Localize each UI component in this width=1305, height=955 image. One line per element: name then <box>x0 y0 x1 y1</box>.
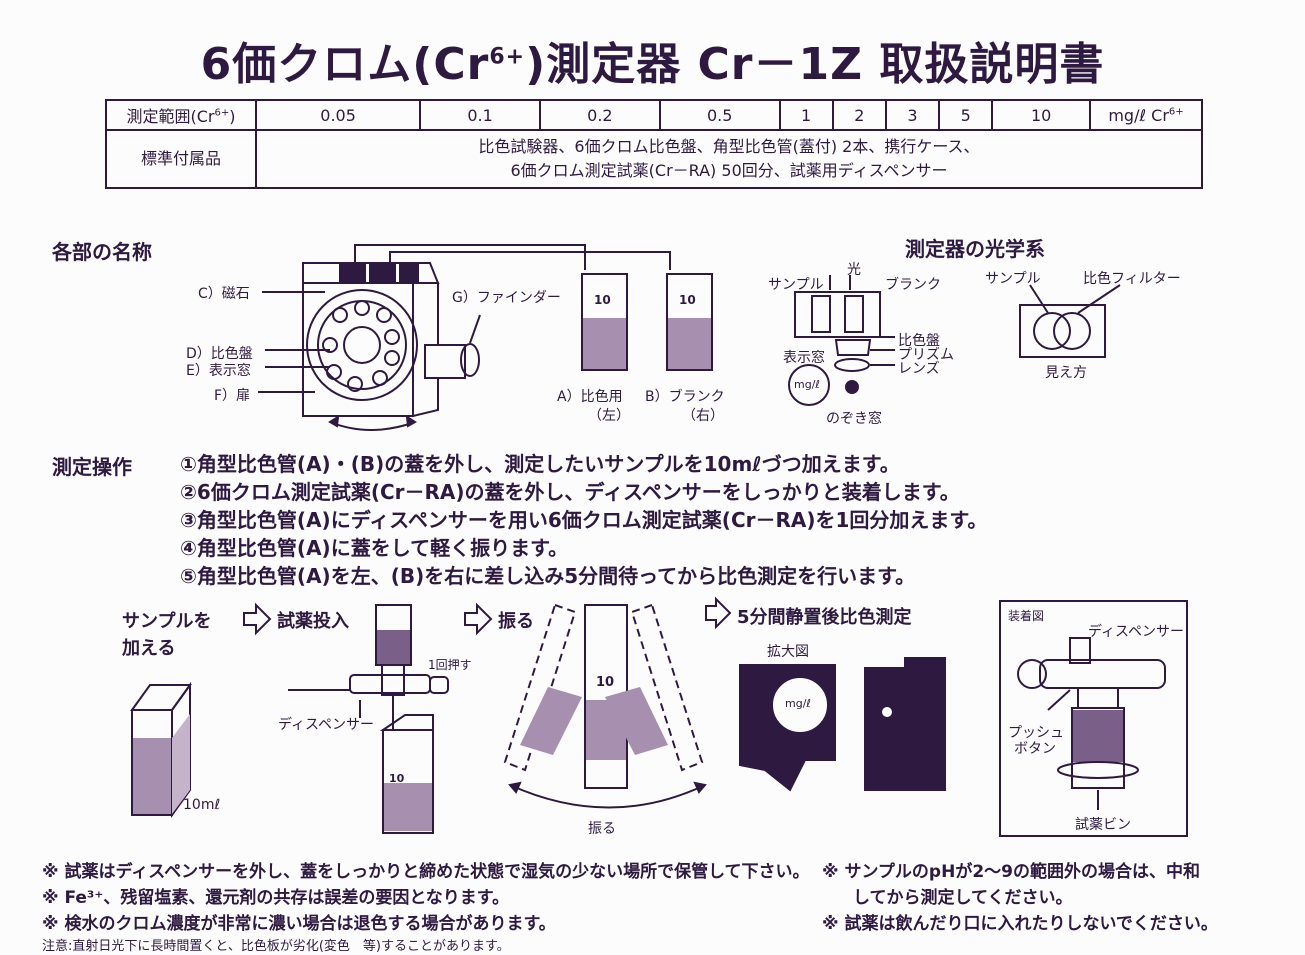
tube-illustrations <box>581 273 713 371</box>
mount-title: 装着図 <box>1008 609 1045 623</box>
label-tube-a-sub: （左） <box>588 408 630 424</box>
range-unit: mg/ℓ Cr6+ <box>1089 99 1203 131</box>
optics-heading: 測定器の光学系 <box>905 237 1045 261</box>
optics-unit: mg/ℓ <box>794 378 820 391</box>
label-finder: G）ファインダー <box>452 290 561 306</box>
flow-add-reagent: 試薬投入 <box>277 611 349 632</box>
range-value: 0.1 <box>419 99 541 131</box>
title-part-b: )測定器 Cr－1Z 取扱説明書 <box>525 39 1105 90</box>
note-left: ※ 試薬はディスペンサーを外し、蓋をしっかりと締めた状態で湿気の少ない場所で保管… <box>42 862 810 882</box>
mount-dispenser: ディスペンサー <box>1088 624 1185 640</box>
accessories-value: 比色試験器、6価クロム比色盤、角型比色管(蓋付) 2本、携行ケース、 6価クロム… <box>255 129 1203 189</box>
sample-beaker <box>130 681 192 819</box>
flow-press-once: 1回押す <box>428 658 472 672</box>
label-tube-b-sub: （右） <box>682 408 724 424</box>
note-right: ※ サンプルのpHが2～9の範囲外の場合は、中和 <box>822 862 1200 882</box>
range-value: 3 <box>884 99 941 131</box>
optics-sample: サンプル <box>768 277 824 293</box>
mount-reagent-bottle: 試薬ビン <box>1075 817 1131 833</box>
flow-zoom-unit: mg/ℓ <box>785 697 811 710</box>
page-title: 6価クロム(Cr6+)測定器 Cr－1Z 取扱説明書 <box>0 28 1305 92</box>
note-small: 注意:直射日光下に長時間置くと、比色板が劣化(変色 等)することがあります。 <box>42 939 510 954</box>
note-right: してから測定してください。 <box>853 888 1073 908</box>
optics-lens: レンズ <box>898 361 940 377</box>
note-left: ※ 検水のクロム濃度が非常に濃い場合は退色する場合があります。 <box>42 914 556 934</box>
range-value: 2 <box>831 99 887 131</box>
operation-step: ④角型比色管(A)に蓋をして軽く振ります。 <box>180 536 569 560</box>
zoom-illustration <box>739 657 946 792</box>
label-window: E）表示窓 <box>186 363 251 379</box>
operation-step: ③角型比色管(A)にディスペンサーを用い6価クロム測定試薬(Cr－RA)を1回分… <box>180 508 988 532</box>
label-door: F）扉 <box>214 388 251 404</box>
optics-prism: プリズム <box>898 347 954 363</box>
title-superscript: 6+ <box>489 44 526 70</box>
flow-dispenser: ディスペンサー <box>278 717 375 733</box>
parts-heading: 各部の名称 <box>52 240 152 264</box>
accessories-line: 6価クロム測定試薬(Cr－RA) 50回分、試薬用ディスペンサー <box>510 161 948 180</box>
flow-tube-mark: 10 <box>389 772 405 785</box>
operation-step: ①角型比色管(A)・(B)の蓋を外し、測定したいサンプルを10mℓづつ加えます。 <box>180 452 900 476</box>
spec-table: 測定範囲(Cr6+) 0.05 0.1 0.2 0.5 1 2 3 5 10 m… <box>105 99 1203 189</box>
flow-arrows <box>243 596 732 636</box>
label-tube-a: A）比色用 <box>557 389 623 405</box>
optics-disc: 比色盤 <box>898 333 940 349</box>
range-value: 0.2 <box>538 99 661 131</box>
flow-measure: 5分間静置後比色測定 <box>737 607 912 628</box>
optics-light: 光 <box>847 262 861 278</box>
optics-sample2: サンプル <box>985 271 1041 287</box>
range-value: 1 <box>778 99 834 131</box>
operation-heading: 測定操作 <box>52 455 132 479</box>
flow-shake: 振る <box>498 611 534 632</box>
accessories-row: 標準付属品 比色試験器、6価クロム比色盤、角型比色管(蓋付) 2本、携行ケース、… <box>105 129 1203 189</box>
range-label-cell: 測定範囲(Cr6+) <box>105 99 257 131</box>
operation-step: ⑤角型比色管(A)を左、(B)を右に差し込み5分間待ってから比色測定を行います。 <box>180 564 916 588</box>
range-row: 測定範囲(Cr6+) 0.05 0.1 0.2 0.5 1 2 3 5 10 m… <box>105 99 1203 131</box>
note-right: ※ 試薬は飲んだり口に入れたりしないでください。 <box>822 914 1218 934</box>
operation-step: ②6価クロム測定試薬(Cr－RA)の蓋を外し、ディスペンサーをしっかりと装着しま… <box>180 480 960 504</box>
optics-blank: ブランク <box>885 277 941 293</box>
tube-a-mark: 10 <box>594 293 611 307</box>
range-value: 0.05 <box>254 99 422 131</box>
optics-illustration <box>788 275 1121 406</box>
tube-b-mark: 10 <box>679 293 696 307</box>
label-magnet: C）磁石 <box>198 286 250 302</box>
flow-volume: 10mℓ <box>183 797 221 813</box>
mount-push-1: プッシュ <box>1008 725 1064 741</box>
note-left: ※ Fe³⁺、残留塩素、還元剤の共存は誤差の要因となります。 <box>42 888 510 908</box>
flow-shake-label: 振る <box>588 821 616 837</box>
dispenser-illustration <box>288 604 449 834</box>
optics-peep: のぞき窓 <box>826 411 882 427</box>
flow-zoom: 拡大図 <box>767 644 809 660</box>
accessories-line: 比色試験器、6価クロム比色盤、角型比色管(蓋付) 2本、携行ケース、 <box>478 137 980 156</box>
instrument-illustration <box>258 244 671 431</box>
label-disc: D）比色盤 <box>186 346 253 362</box>
flow-tube-mark-2: 10 <box>596 675 615 690</box>
flow-add-sample: サンプルを <box>122 611 212 632</box>
optics-filter: 比色フィルター <box>1083 271 1181 287</box>
mount-illustration <box>999 600 1188 837</box>
flow-add-sample-2: 加える <box>122 638 176 659</box>
mount-push-2: ボタン <box>1014 741 1056 757</box>
label-tube-b: B）ブランク <box>645 389 725 405</box>
range-value: 5 <box>938 99 994 131</box>
accessories-label: 標準付属品 <box>105 129 257 189</box>
optics-display: 表示窓 <box>783 350 825 366</box>
title-part-a: 6価クロム(Cr <box>200 39 490 90</box>
range-value: 0.5 <box>658 99 781 131</box>
range-value: 10 <box>991 99 1091 131</box>
optics-view: 見え方 <box>1045 365 1087 381</box>
shake-illustration <box>503 603 707 809</box>
